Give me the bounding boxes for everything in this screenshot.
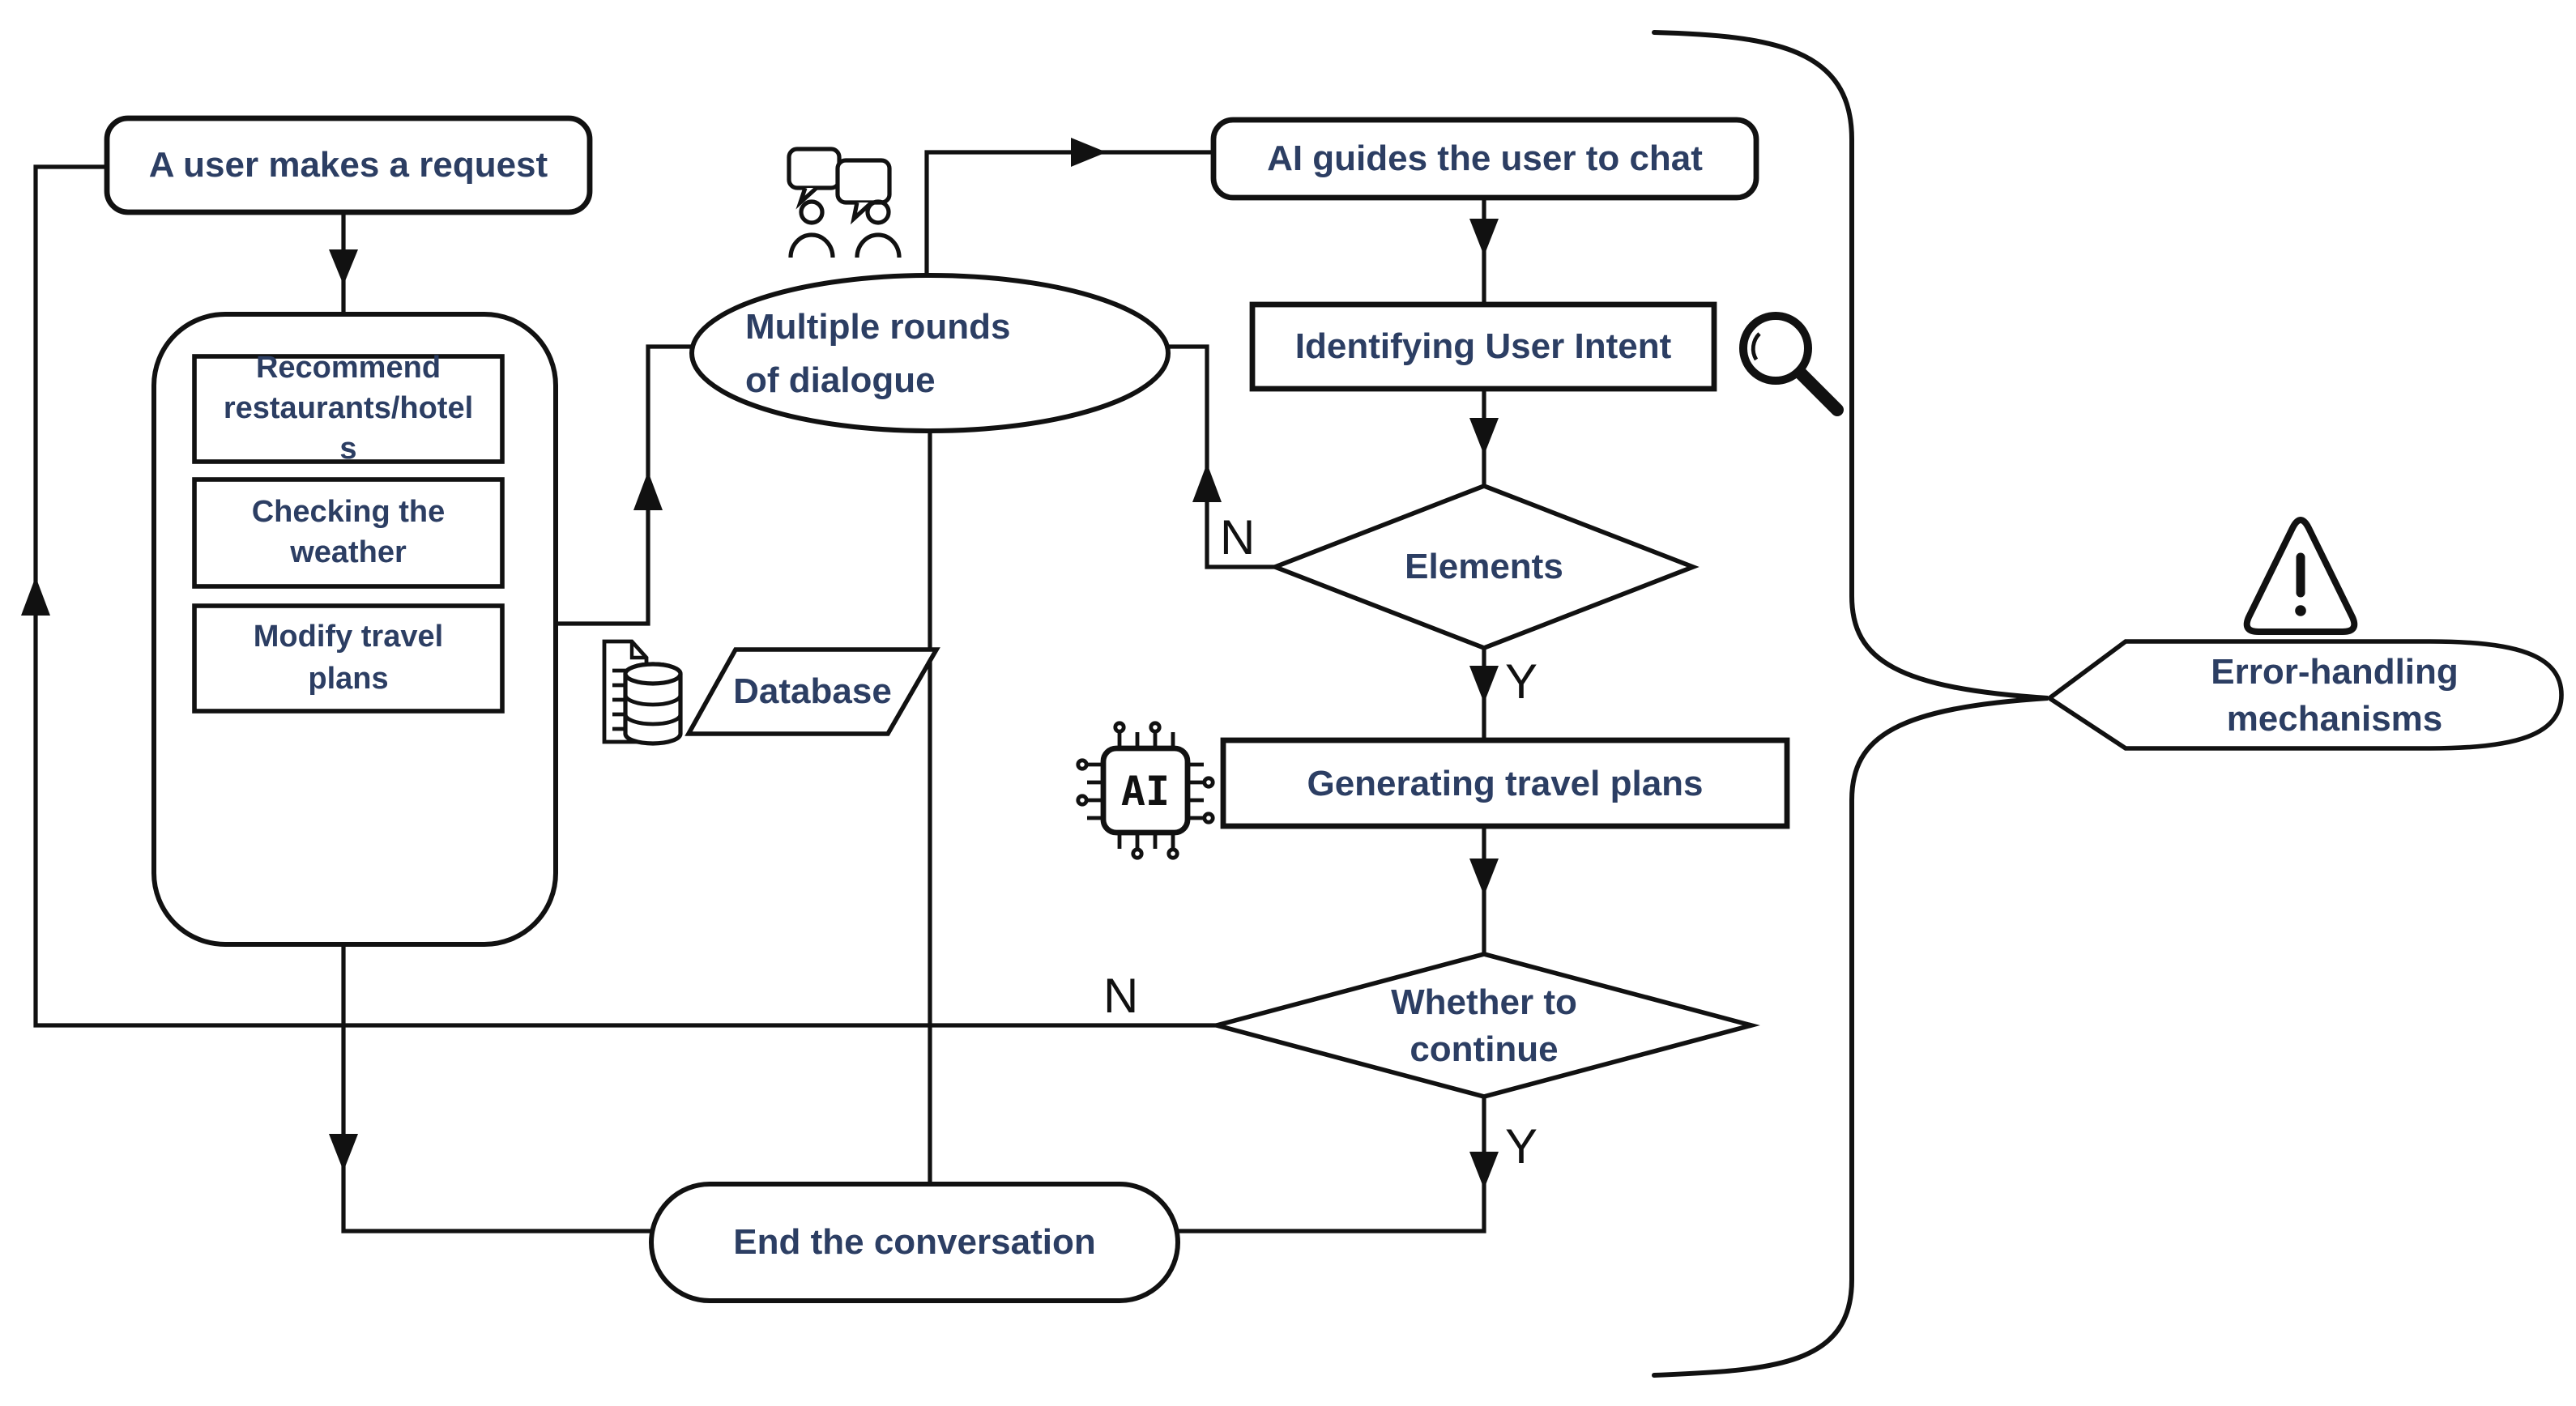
node-ai-guides-shape <box>1210 117 1759 201</box>
node-user-request-shape <box>104 115 593 215</box>
node-identify-intent-label: Identifying User Intent <box>1294 326 1672 367</box>
user-head-right <box>865 199 891 225</box>
document-fold <box>629 641 646 660</box>
connectors <box>33 150 1486 1233</box>
user-shoulders-left <box>788 232 835 258</box>
edge-label-continue-yes: Y <box>1505 1121 1538 1174</box>
chip-body <box>1100 745 1191 836</box>
arrow-down-to-continue <box>1469 859 1499 896</box>
search-icon-glint <box>1751 332 1761 361</box>
node-database-label: Database <box>733 671 892 712</box>
arrow-down-to-identify <box>1469 219 1499 256</box>
node-end-conversation-label: End the conversation <box>733 1221 1096 1263</box>
node-user-request-label: A user makes a request <box>148 144 548 185</box>
search-icon-handle <box>1795 368 1844 416</box>
arrowheads <box>21 138 1499 1189</box>
document-lines <box>612 668 633 731</box>
node-task-modify-label: Modify travel plans <box>253 620 444 696</box>
node-task-recommend-label: Recommend restaurants/hotels <box>223 351 474 467</box>
speech-bubble-left <box>787 147 842 190</box>
node-shapes <box>104 115 2564 1303</box>
node-generating-plans-shape <box>1220 737 1790 829</box>
chip-pins-left <box>1087 762 1103 820</box>
arrow-down-to-elements <box>1469 418 1499 455</box>
node-end-conversation-shape <box>649 1182 1180 1303</box>
node-elements-shape <box>1269 483 1700 651</box>
node-elements-label: Elements <box>1405 546 1563 587</box>
ai-chip-label: AI <box>1120 767 1171 814</box>
chat-users-icon <box>787 147 902 258</box>
warning-exclamation-dot <box>2295 605 2306 616</box>
search-icon-ring <box>1739 312 1812 385</box>
search-icon <box>1739 312 1844 416</box>
edge-label-elements-yes: Y <box>1505 656 1538 709</box>
node-error-handling-shape <box>2045 639 2564 751</box>
node-generating-plans-label: Generating travel plans <box>1307 762 1704 803</box>
chip-pins <box>1076 721 1215 860</box>
arrow-down-continue-yes <box>1469 1152 1499 1189</box>
database-document-icon <box>602 639 683 746</box>
arrow-up-elements-no <box>1192 463 1222 502</box>
node-multiple-rounds-label: Multiple rounds of dialogue <box>745 306 1011 400</box>
arrow-up-left-loop <box>21 577 50 616</box>
chip-pin-dots <box>1076 721 1215 860</box>
speech-bubble-right <box>835 158 892 205</box>
edge-continue-yes <box>1178 1097 1486 1233</box>
node-task-modify-shape <box>192 603 505 714</box>
edge-tasks-to-end <box>341 944 651 1233</box>
ai-chip-icon <box>1076 721 1215 860</box>
arrow-right-to-aiguides <box>1071 138 1107 167</box>
node-error-handling-label: Error-handling mechanisms <box>2211 650 2459 739</box>
edge-dialogue-to-aiguides <box>924 150 1213 275</box>
curly-brace <box>1652 30 2049 1378</box>
node-ai-guides-label: AI guides the user to chat <box>1267 138 1703 179</box>
arrow-down-elements-yes <box>1469 666 1499 703</box>
node-whether-continue-label: Whether to continue <box>1391 981 1577 1069</box>
node-task-weather-label: Checking the weather <box>251 495 446 570</box>
user-shoulders-right <box>855 232 902 258</box>
warning-icon <box>2243 517 2358 635</box>
user-head-left <box>799 199 825 225</box>
db-cylinder-ridges <box>623 694 683 726</box>
edge-label-elements-no: N <box>1220 512 1256 565</box>
node-whether-continue-shape <box>1208 952 1760 1099</box>
edge-tasks-to-dialogue <box>552 344 692 626</box>
warning-triangle <box>2243 517 2358 635</box>
node-task-recommend-shape <box>192 354 505 464</box>
db-cylinder-top <box>623 662 683 686</box>
node-identify-intent-shape <box>1249 301 1717 392</box>
chip-pins-bottom <box>1117 833 1175 849</box>
chip-pins-right <box>1188 762 1204 820</box>
edge-label-continue-no: N <box>1103 970 1139 1024</box>
arrow-down-into-tasks <box>329 249 358 285</box>
arrow-up-tasks-to-dialogue <box>633 471 663 510</box>
node-database-shape <box>685 647 940 736</box>
edge-elements-no-loop <box>1168 344 1275 569</box>
arrow-down-tasks-to-end <box>329 1134 358 1171</box>
node-multiple-rounds-shape <box>689 273 1171 433</box>
node-task-weather-shape <box>192 477 505 589</box>
speech-bubble-left-tail <box>795 186 818 210</box>
chip-pins-top <box>1117 732 1175 748</box>
